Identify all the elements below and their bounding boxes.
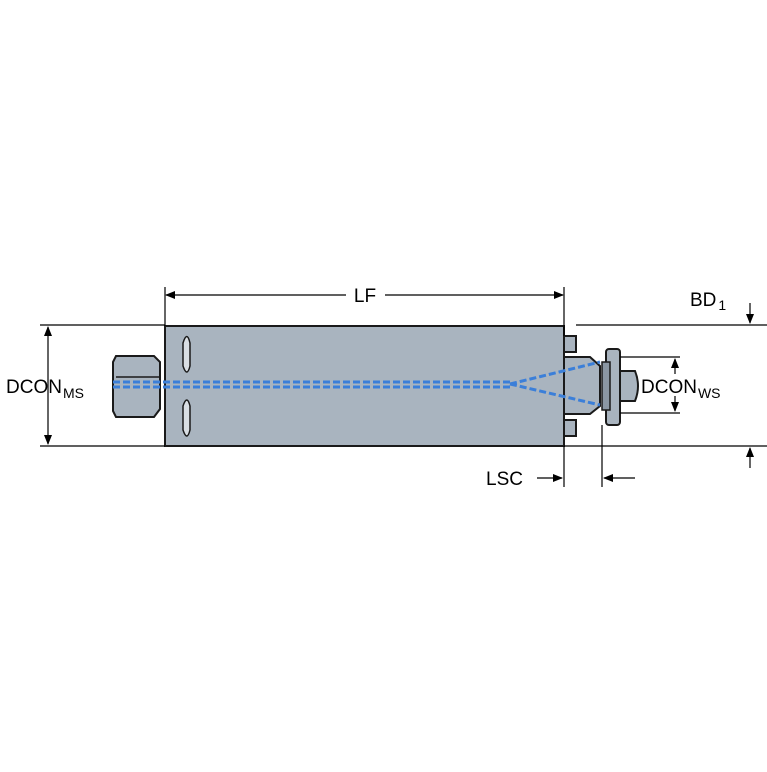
dcon-ms-label: DCONMS: [6, 377, 84, 401]
lf-label: LF: [354, 286, 376, 307]
upper-screw: [563, 335, 577, 353]
upper-slot: [182, 335, 191, 373]
lower-screw: [563, 419, 577, 437]
coolant-channel: [113, 360, 601, 407]
lsc-label: LSC: [486, 469, 523, 490]
lower-slot: [182, 399, 191, 437]
dcon-ws-label: DCONWS: [641, 377, 721, 401]
flange-inner: [601, 361, 611, 411]
tool-body-group: [112, 325, 639, 447]
coupling-stub: [619, 370, 639, 402]
dimensions: [40, 287, 767, 487]
